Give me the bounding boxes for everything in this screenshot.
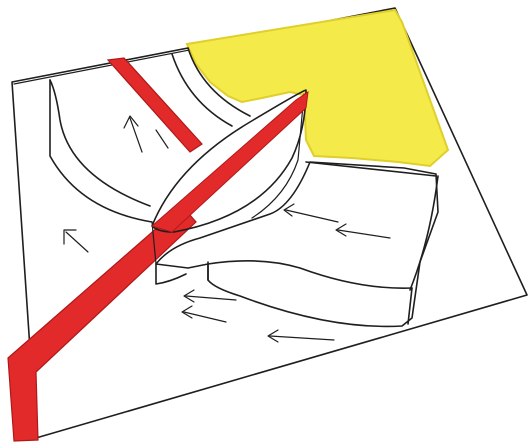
arrow-right-1 [284, 204, 338, 222]
yellow-zone [187, 10, 448, 166]
arrow-right-2 [336, 224, 390, 238]
arrow-up-left [124, 116, 142, 152]
arrow-mid-left [64, 230, 88, 252]
arrow-bottom-3 [268, 330, 334, 342]
arrow-upper-left [156, 130, 168, 148]
arrow-bottom-2 [182, 306, 226, 322]
